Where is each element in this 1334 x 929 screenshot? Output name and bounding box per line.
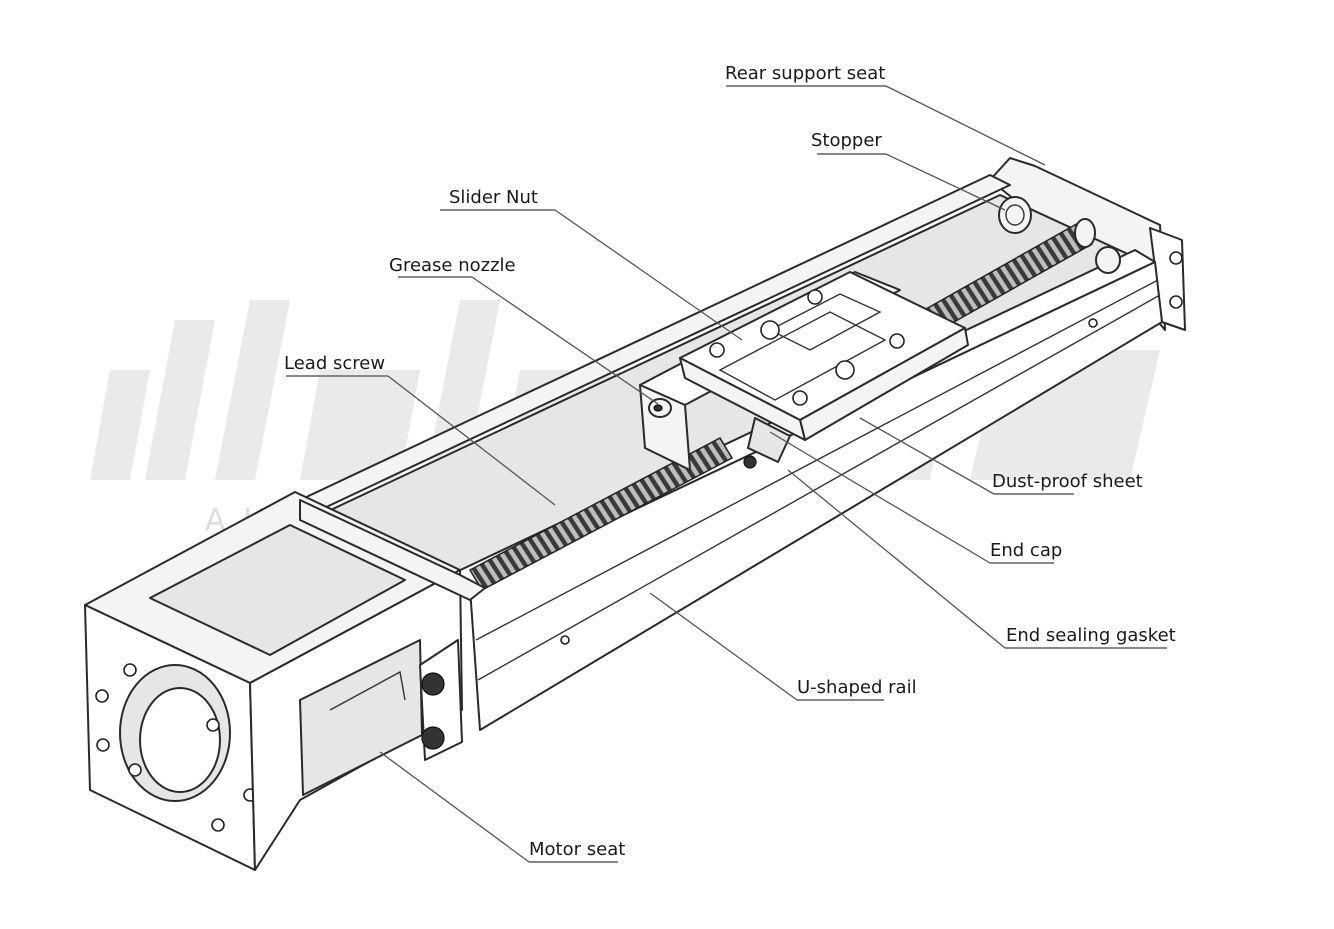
label-rear-support-seat: Rear support seat: [725, 63, 885, 84]
label-dust-proof-sheet: Dust-proof sheet: [992, 471, 1143, 492]
slider-nut: [639, 271, 969, 471]
stopper: [998, 196, 1121, 274]
labels: Rear support seat Stopper Slider Nut Gre…: [284, 63, 1176, 860]
motor-seat: [84, 491, 486, 871]
label-end-sealing-gasket: End sealing gasket: [1006, 625, 1176, 646]
label-motor-seat: Motor seat: [529, 839, 625, 860]
label-stopper: Stopper: [811, 130, 882, 151]
lead-screw: [468, 218, 1096, 591]
leader-lines: [286, 85, 1167, 863]
label-end-cap: End cap: [990, 540, 1062, 561]
grease-nozzle: [648, 398, 672, 418]
label-u-shaped-rail: U-shaped rail: [797, 677, 917, 698]
label-lead-screw: Lead screw: [284, 353, 385, 374]
label-slider-nut: Slider Nut: [449, 187, 538, 208]
label-grease-nozzle: Grease nozzle: [389, 255, 516, 276]
